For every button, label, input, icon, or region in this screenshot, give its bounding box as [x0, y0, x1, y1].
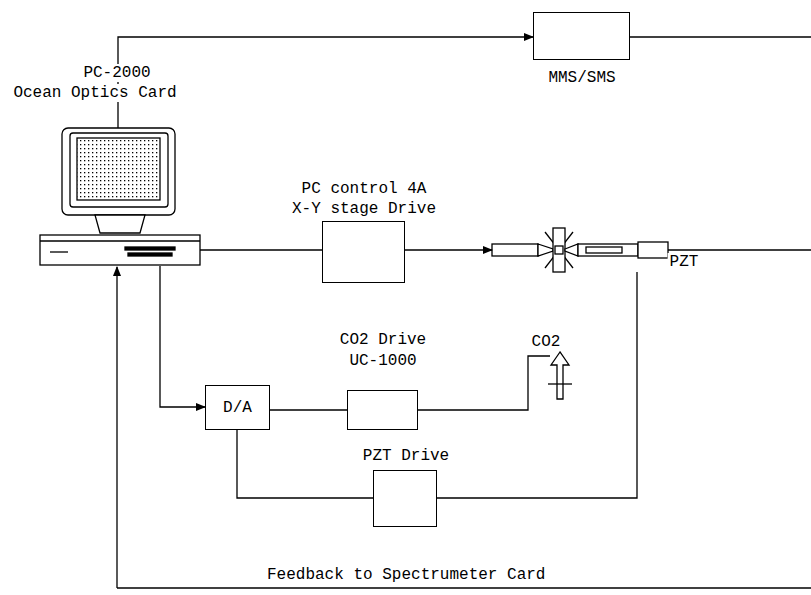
co2-laser-arrow	[548, 352, 572, 399]
node-label: PC control 4A	[300, 180, 429, 198]
node-label: PZT Drive	[361, 447, 451, 465]
computer-icon	[40, 128, 200, 265]
computer: PC-2000Ocean Optics Card	[40, 128, 200, 266]
stage-drive-box: PC control 4AX-Y stage Drive	[322, 221, 405, 283]
node-label: D/A	[221, 399, 254, 417]
node-label: CO2	[530, 333, 563, 351]
node-label: X-Y stage Drive	[290, 200, 438, 218]
node-label: PC-2000	[81, 64, 152, 82]
node-label: Ocean Optics Card	[11, 84, 178, 102]
signal-wires	[117, 37, 811, 588]
signal-connector	[118, 37, 533, 128]
co2-drive-box: CO2 DriveUC-1000	[347, 390, 418, 430]
node-label: CO2 Drive	[338, 331, 428, 349]
signal-connector	[160, 266, 205, 407]
signal-connector	[200, 249, 322, 250]
fiber-stage	[492, 228, 811, 272]
signal-connector	[270, 409, 347, 410]
note-label: Feedback to Spectrumeter Card	[265, 566, 547, 584]
signal-connector	[437, 272, 637, 498]
fiber-stage: PZT	[492, 228, 672, 272]
signal-connector	[405, 249, 492, 250]
mms-sms-box: MMS/SMS	[533, 12, 630, 60]
node-label: MMS/SMS	[546, 69, 617, 87]
co2-laser: CO2	[550, 352, 570, 400]
node-label: UC-1000	[347, 352, 418, 370]
pzt-drive-box: PZT Drive	[373, 470, 437, 527]
node-label: PZT	[668, 253, 701, 271]
signal-connector	[418, 356, 550, 410]
da-converter-box: D/A	[205, 385, 270, 430]
signal-connector	[237, 430, 373, 498]
